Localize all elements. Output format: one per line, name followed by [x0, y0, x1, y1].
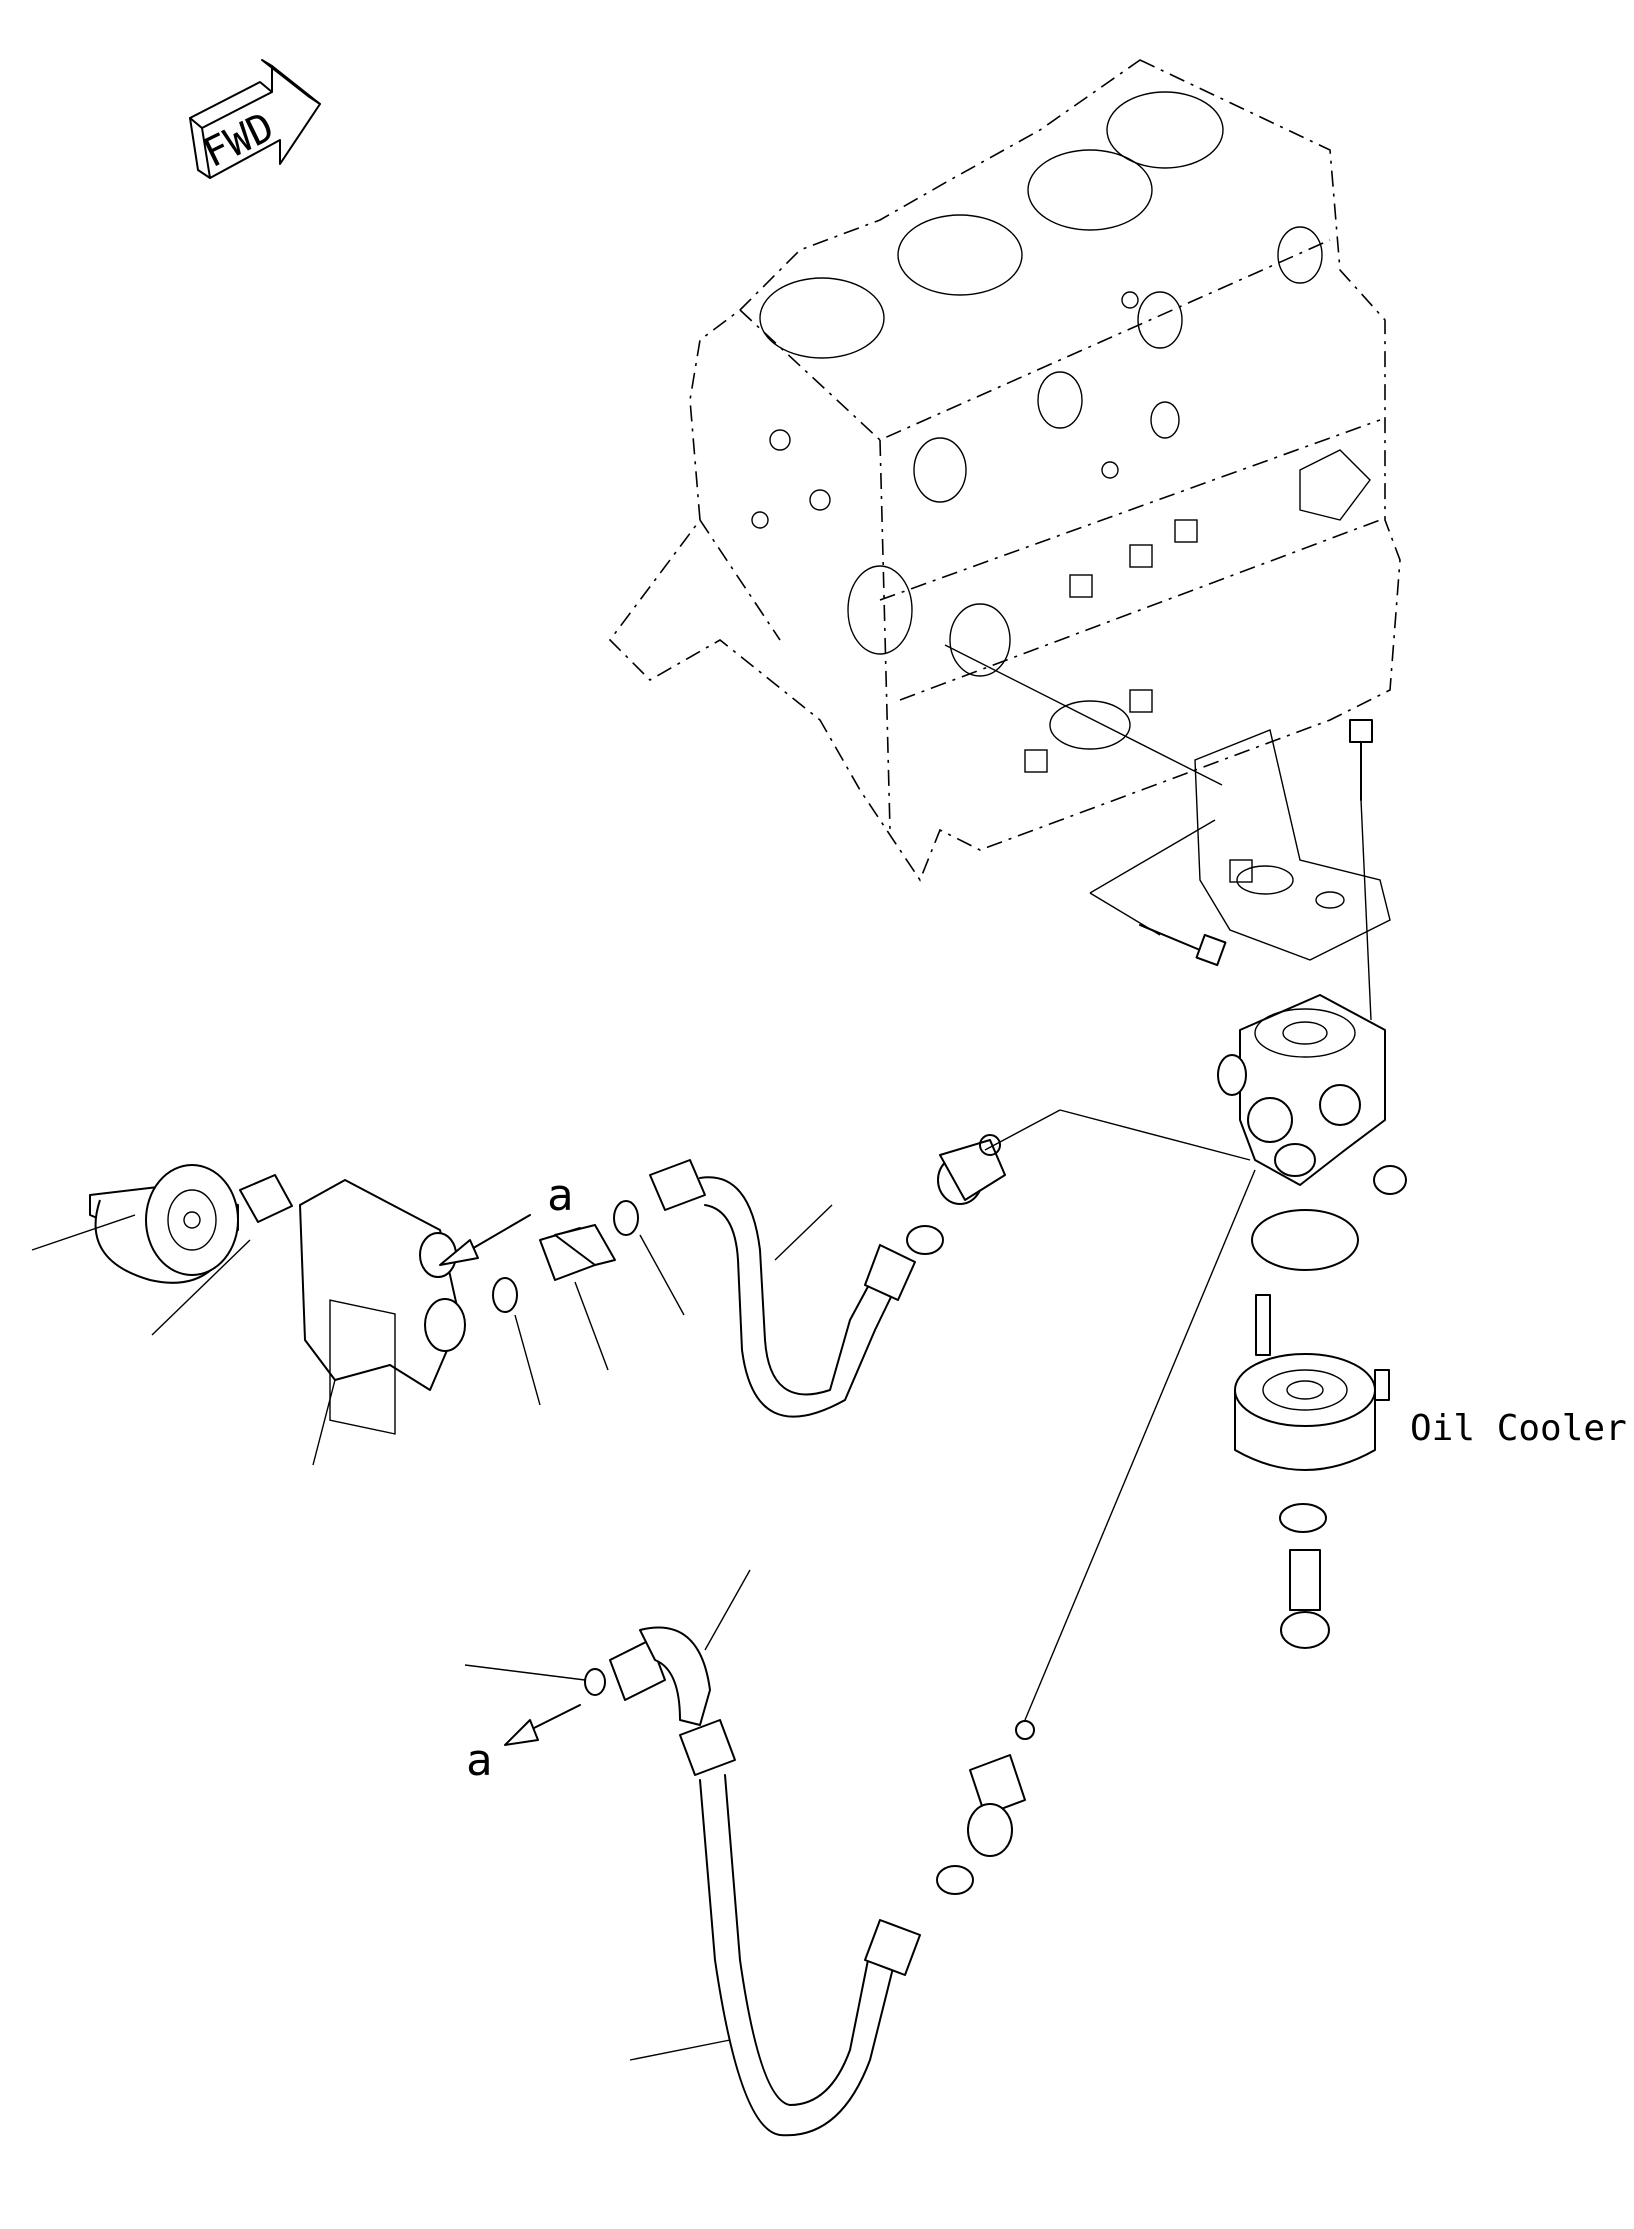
leader-line: [574, 1281, 609, 1371]
o-ring: [613, 1200, 639, 1236]
callout-a-top: a: [547, 1170, 574, 1221]
oil-filter-cartridge: [89, 1164, 239, 1284]
leader-line: [1089, 892, 1161, 936]
fitting: [967, 1754, 1026, 1857]
callout-a-bottom: a: [466, 1735, 493, 1786]
fitting: [937, 1139, 1006, 1205]
o-ring: [936, 1720, 1035, 1895]
o-ring: [1251, 1209, 1359, 1271]
leader-line: [639, 1234, 685, 1316]
leader-line: [151, 1239, 251, 1336]
leader-line: [1059, 1109, 1251, 1161]
arrow-icon: [504, 1704, 581, 1746]
leader-line: [464, 1664, 586, 1681]
adapter: [539, 1224, 616, 1281]
filter-head-left: [299, 1179, 466, 1435]
mounting-bolt: [1349, 719, 1373, 1021]
fwd-arrow-icon: FWD: [189, 59, 321, 179]
lower-oil-hose: [679, 1719, 921, 2137]
leader-line: [704, 1569, 751, 1651]
leader-line: [1089, 819, 1216, 894]
leader-line: [944, 644, 1223, 786]
upper-oil-hose: [649, 1159, 916, 1418]
leader-line: [312, 1379, 336, 1466]
side-bolt: [1139, 924, 1227, 967]
leader-line: [629, 2039, 731, 2061]
o-ring: [492, 1277, 518, 1313]
oil-cooler: [1234, 1294, 1390, 1471]
leader-line: [514, 1314, 541, 1406]
filter-head-body: [1217, 994, 1386, 1186]
o-ring: [1279, 1503, 1327, 1533]
leader-line: [1024, 1169, 1256, 1721]
elbow-fitting: [584, 1626, 711, 1726]
o-ring: [906, 1134, 1001, 1255]
arrow-icon: [439, 1214, 531, 1266]
oil-filter-bracket: [1194, 729, 1391, 961]
nipple: [239, 1174, 293, 1223]
leader-line: [984, 1109, 1061, 1151]
leader-line: [774, 1204, 833, 1261]
leader-line: [31, 1214, 136, 1251]
engine-block: [608, 59, 1401, 882]
center-bolt: [1280, 1549, 1330, 1649]
plug: [1373, 1165, 1407, 1195]
oil-cooler-label: Oil Cooler: [1410, 1408, 1627, 1449]
